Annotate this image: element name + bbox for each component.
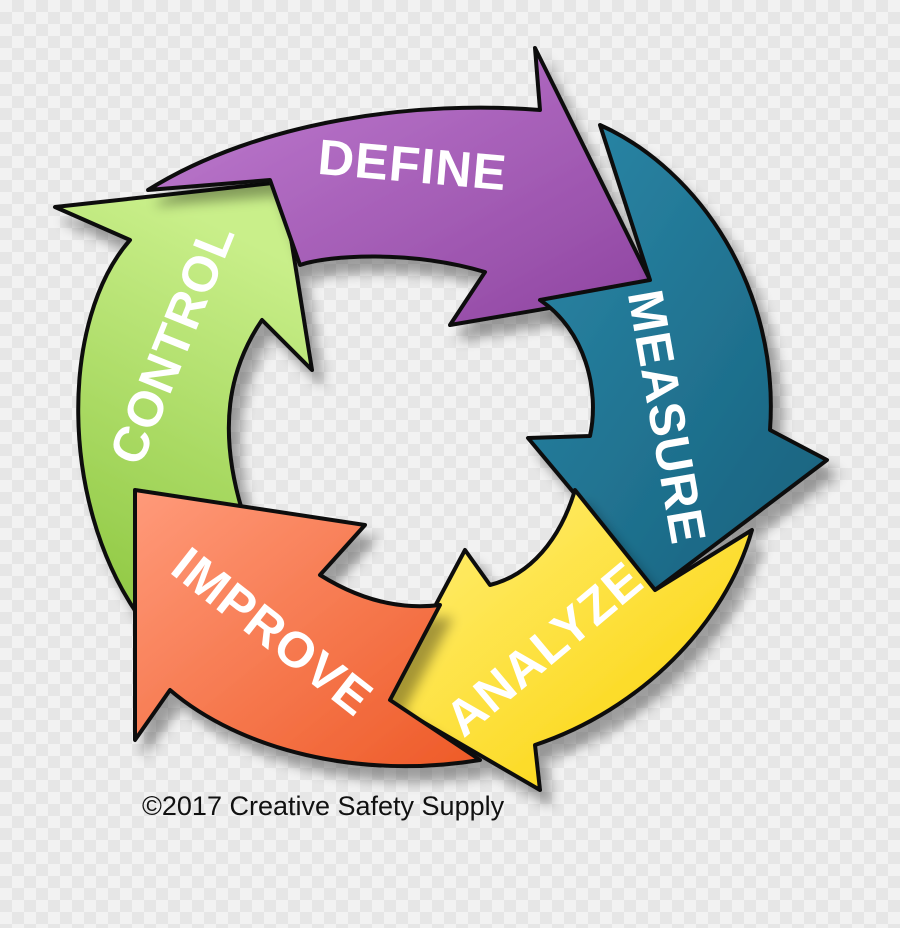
analyze-arrow [383,488,754,792]
control-arrow [53,180,314,614]
define-arrow [146,46,657,327]
improve-arrow [133,488,482,769]
copyright-notice: ©2017 Creative Safety Supply [142,791,505,821]
measure-arrow [526,123,829,592]
